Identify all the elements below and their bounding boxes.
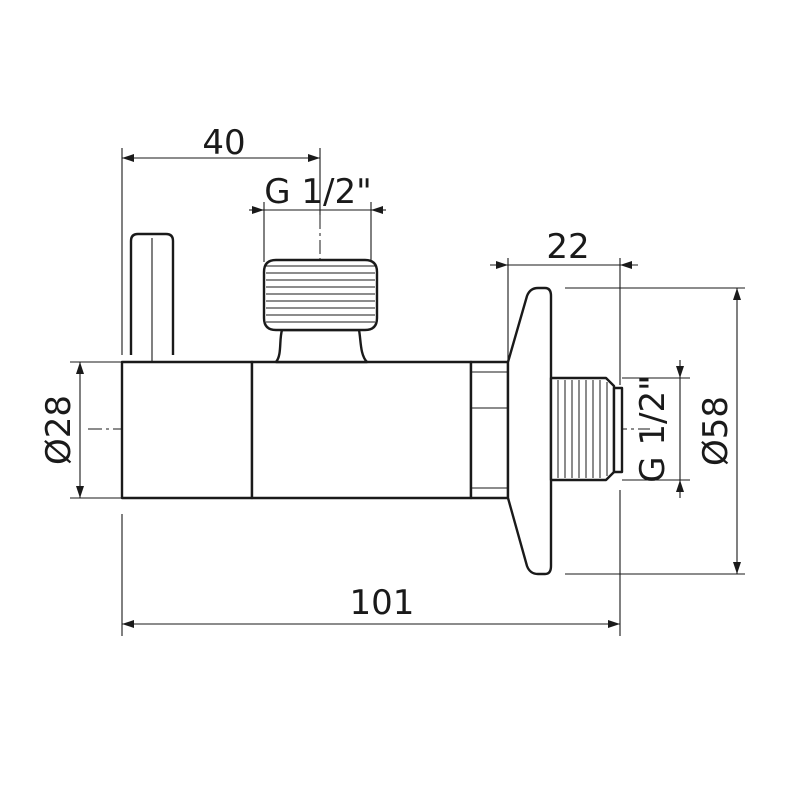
top-thread-body: [262, 258, 379, 332]
top-thread-label: G 1/2": [264, 172, 372, 212]
valve-body: [120, 232, 624, 576]
dimension-outlet-thread: G 1/2": [622, 360, 690, 498]
outlet-thread-lines: [557, 380, 608, 478]
outlet-collar: [469, 360, 510, 500]
wall-flange: [506, 286, 553, 576]
body-left-segment: [120, 360, 254, 500]
body-diameter-label: Ø28: [39, 395, 79, 465]
body-right-segment: [250, 360, 473, 500]
dimension-handle-offset: 40: [121, 123, 321, 355]
top-neck: [274, 328, 369, 364]
dimension-top-thread: G 1/2": [249, 172, 386, 262]
dimension-flange-diameter: Ø58: [565, 287, 745, 575]
dimension-overall-length: 101: [121, 490, 621, 636]
outlet-thread-label: G 1/2": [633, 375, 673, 483]
dimension-40-label: 40: [202, 123, 245, 163]
dimension-flange-depth: 22: [490, 227, 638, 385]
dimension-101-label: 101: [350, 583, 415, 623]
outlet-thread-body: [549, 376, 616, 482]
top-thread-lines: [266, 265, 375, 323]
outlet-thread-tip: [612, 386, 624, 474]
dimension-body-diameter: Ø28: [39, 361, 122, 499]
dimension-22-label: 22: [546, 227, 589, 267]
flange-diameter-label: Ø58: [696, 396, 736, 466]
